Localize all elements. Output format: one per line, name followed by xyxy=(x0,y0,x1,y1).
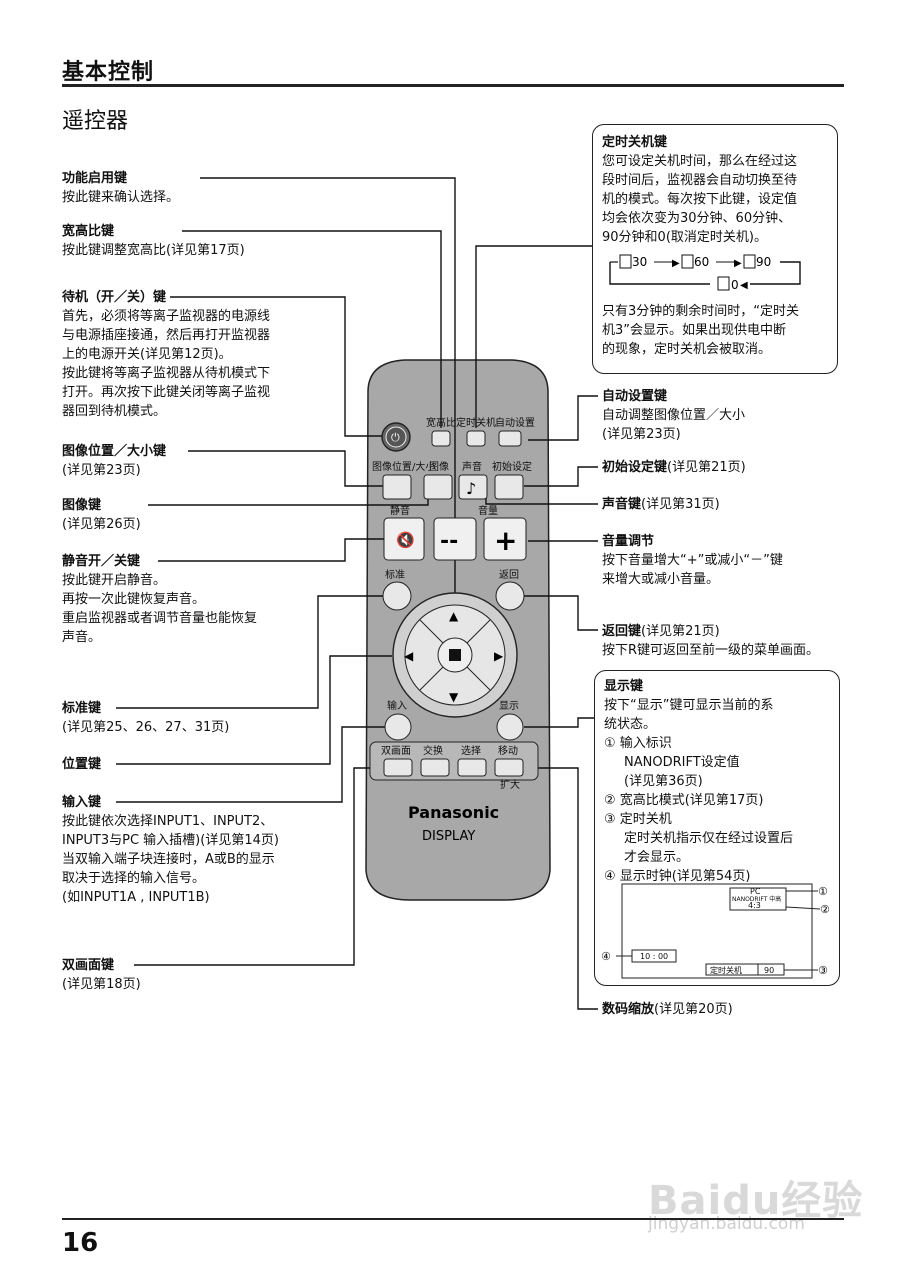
section-title: 遥控器 xyxy=(62,109,129,134)
svg-text:PC: PC xyxy=(750,887,761,896)
svg-text:◀: ◀ xyxy=(740,280,748,291)
sound-button-label: 声音 xyxy=(462,460,482,473)
svg-text:⏻: ⏻ xyxy=(391,431,400,444)
offtimer-info-text: 定时关机键 您可设定关机时间，那么在经过这 段时间后，监视器会自动切换至待 机的… xyxy=(602,135,798,245)
select-button-label: 选择 xyxy=(461,744,481,757)
swap-button xyxy=(420,758,450,777)
sound-button xyxy=(458,474,488,500)
label-normal-key: 标准键 (详见第25、26、27、31页) xyxy=(62,701,230,735)
move-button-label: 移动 xyxy=(498,744,518,757)
setup-button xyxy=(494,474,524,500)
display-button xyxy=(496,713,524,741)
label-input-key: 输入键 按此键依次选择INPUT1、INPUT2、 INPUT3与PC 输入插槽… xyxy=(62,795,279,905)
model-label: DISPLAY xyxy=(422,829,475,844)
mute-button-label: 静音 xyxy=(390,504,410,517)
aspect-button xyxy=(431,430,451,447)
mute-button xyxy=(383,517,425,561)
right-arrow-icon: ▶ xyxy=(494,649,504,663)
label-pos-size-key: 图像位置／大小键 (详见第23页) xyxy=(62,444,167,478)
watermark-logo: Baidu经验 xyxy=(648,1178,864,1224)
picture-button-label: 图像 xyxy=(429,461,449,473)
multi-button xyxy=(383,758,413,777)
input-button xyxy=(384,713,412,741)
auto-setup-button xyxy=(498,430,522,447)
aspect-button-label: 宽高比 xyxy=(426,416,456,429)
page-title: 基本控制 xyxy=(62,60,155,85)
svg-text:10 : 00: 10 : 00 xyxy=(640,952,668,961)
mute-speaker-icon: 🔇 xyxy=(396,531,415,549)
volume-up-button xyxy=(483,517,527,561)
svg-text:①: ① xyxy=(818,885,828,898)
svg-text:0: 0 xyxy=(731,278,739,292)
header-rule xyxy=(62,84,844,87)
swap-button-label: 交换 xyxy=(423,744,443,757)
offtimer-button xyxy=(466,430,486,447)
label-multi-window-key: 双画面键 (详见第18页) xyxy=(62,958,141,992)
svg-text:30: 30 xyxy=(632,255,647,269)
multi-button-label: 双画面 xyxy=(381,745,411,757)
pos-size-button-label: 图像位置/大小 xyxy=(372,460,435,473)
label-volume-keys: 音量调节 按下音量增大“+”或减小“－”键 来增大或减小音量。 xyxy=(602,534,783,587)
return-button-label: 返回 xyxy=(499,569,519,581)
volume-plus-glyph: + xyxy=(494,524,517,557)
up-arrow-icon: ▲ xyxy=(449,609,459,623)
setup-button-label: 初始设定 xyxy=(492,460,532,473)
svg-text:④: ④ xyxy=(601,950,611,963)
svg-text:定时关机: 定时关机 xyxy=(710,965,742,975)
label-return-key: 返回键(详见第21页) 按下R键可返回至前一级的菜单画面。 xyxy=(602,624,820,658)
select-button xyxy=(457,758,487,777)
svg-text:③: ③ xyxy=(818,964,828,977)
label-mute-key: 静音开／关键 按此键开启静音。 再按一次此键恢复声音。 重启监视器或者调节音量也… xyxy=(62,554,258,645)
volume-down-button xyxy=(433,517,477,561)
offtimer-cycle-diagram: 30 ▶ 60 ▶ 90 ◀ 0 xyxy=(609,254,801,292)
auto-setup-button-label: 自动设置 xyxy=(495,416,535,429)
display-info-text: 显示键 按下“显示”键可显示当前的系 统状态。 ① 输入标识 NANODRIFT… xyxy=(604,679,794,884)
normal-button-label: 标准 xyxy=(385,569,405,581)
display-button-label: 显示 xyxy=(499,700,519,712)
svg-text:NANODRIFT 中高: NANODRIFT 中高 xyxy=(732,895,781,903)
svg-text:90: 90 xyxy=(764,966,774,975)
label-setup-key: 初始设定键(详见第21页) xyxy=(602,460,746,475)
offtimer-button-label: 定时关机 xyxy=(456,416,496,429)
leader-lines-right xyxy=(475,245,598,1010)
label-picture-key: 图像键 (详见第26页) xyxy=(62,498,141,532)
sound-note-glyph: ♪ xyxy=(466,479,476,498)
svg-text:②: ② xyxy=(820,903,830,916)
down-arrow-icon: ▼ xyxy=(449,690,459,704)
offtimer-info-box xyxy=(592,124,838,374)
label-zoom-key: 数码缩放(详见第20页) xyxy=(602,1002,733,1017)
return-button xyxy=(495,581,525,611)
move-button xyxy=(494,758,524,777)
label-auto-setup-key: 自动设置键 自动调整图像位置／大小 (详见第23页) xyxy=(602,389,746,442)
svg-text:4:3: 4:3 xyxy=(748,901,761,910)
normal-button xyxy=(382,581,412,611)
volume-label: 音量 xyxy=(478,504,498,517)
label-standby-key: 待机（开／关）键 首先，必须将等离子监视器的电源线 与电源插座接通，然后再打开监… xyxy=(62,290,271,419)
watermark-url: jingyan.baidu.com xyxy=(648,1214,805,1234)
svg-text:90: 90 xyxy=(756,255,771,269)
input-button-label: 输入 xyxy=(387,699,407,712)
label-enter-key: 功能启用键 按此键来确认选择。 xyxy=(62,171,180,205)
svg-text:▶: ▶ xyxy=(672,258,680,269)
brand-logo: Panasonic xyxy=(408,803,499,822)
label-position-key: 位置键 xyxy=(62,757,102,772)
offtimer-note: 只有3分钟的剩余时间时，“定时关 机3”会显示。如果出现供电中断 的现象，定时关… xyxy=(602,304,800,357)
left-arrow-icon: ◀ xyxy=(404,649,414,663)
osd-example-diagram: PC NANODRIFT 中高 4:3 ① ② 10 : 00 ④ 定时关机 9… xyxy=(601,883,830,979)
volume-minus-glyph: -- xyxy=(440,529,458,554)
page-number: 16 xyxy=(62,1228,99,1258)
pos-size-button xyxy=(382,474,412,500)
footer-rule xyxy=(62,1218,844,1220)
zoom-button-label: 扩大 xyxy=(500,778,520,791)
label-aspect-key: 宽高比键 按此键调整宽高比(详见第17页) xyxy=(62,224,245,258)
svg-text:60: 60 xyxy=(694,255,709,269)
svg-text:▶: ▶ xyxy=(734,258,742,269)
picture-button xyxy=(423,474,453,500)
label-sound-key: 声音键(详见第31页) xyxy=(602,497,720,512)
